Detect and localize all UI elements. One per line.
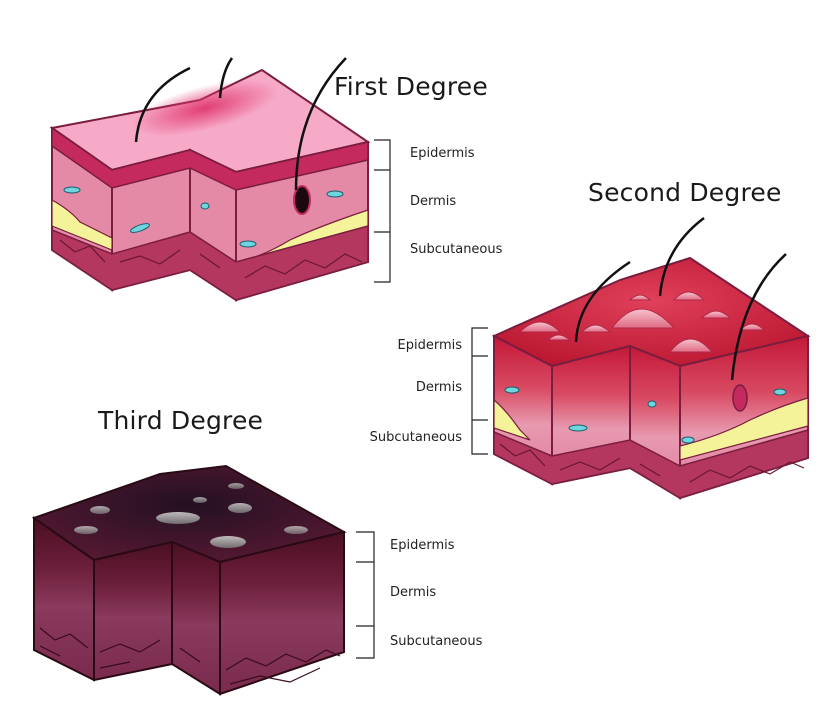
- third-degree-title: Third Degree: [98, 406, 264, 435]
- first-degree-subcutaneous-label: Subcutaneous: [410, 242, 503, 257]
- first-degree-title: First Degree: [334, 72, 488, 101]
- hair-follicle-icon: [732, 384, 748, 412]
- third-degree-layer-bracket: [356, 531, 375, 659]
- third-degree-subcutaneous-label: Subcutaneous: [390, 634, 483, 649]
- first-degree-block: [49, 57, 391, 302]
- first-degree-redness: [132, 79, 278, 137]
- hair-follicle-icon: [293, 185, 311, 215]
- second-degree-block: [471, 217, 811, 500]
- third-degree-charred-patches: [74, 483, 308, 548]
- second-degree-title: Second Degree: [588, 178, 782, 207]
- second-degree-dermis-label: Dermis: [415, 380, 462, 395]
- second-degree-fat-layer: [493, 397, 809, 461]
- second-degree-subcutaneous: [493, 429, 809, 499]
- third-degree-subcutaneous: [39, 627, 341, 685]
- first-degree-pointer-2: [218, 57, 234, 99]
- third-degree-epidermis-label: Epidermis: [390, 538, 455, 553]
- second-degree-epidermis-label: Epidermis: [397, 338, 463, 353]
- first-degree-subcutaneous: [51, 225, 369, 301]
- third-degree-dermis-label: Dermis: [390, 585, 437, 600]
- first-degree-layer-bracket: [374, 139, 391, 283]
- third-degree-block: [31, 464, 375, 696]
- second-degree-blisters: [518, 291, 766, 353]
- first-degree-pointer-1: [134, 66, 191, 143]
- first-degree-epidermis-label: Epidermis: [410, 146, 475, 161]
- second-degree-subcutaneous-label: Subcutaneous: [369, 430, 462, 445]
- second-degree-layer-bracket: [471, 327, 488, 455]
- first-degree-pointer-3: [294, 57, 347, 191]
- first-degree-dermis-label: Dermis: [410, 194, 457, 209]
